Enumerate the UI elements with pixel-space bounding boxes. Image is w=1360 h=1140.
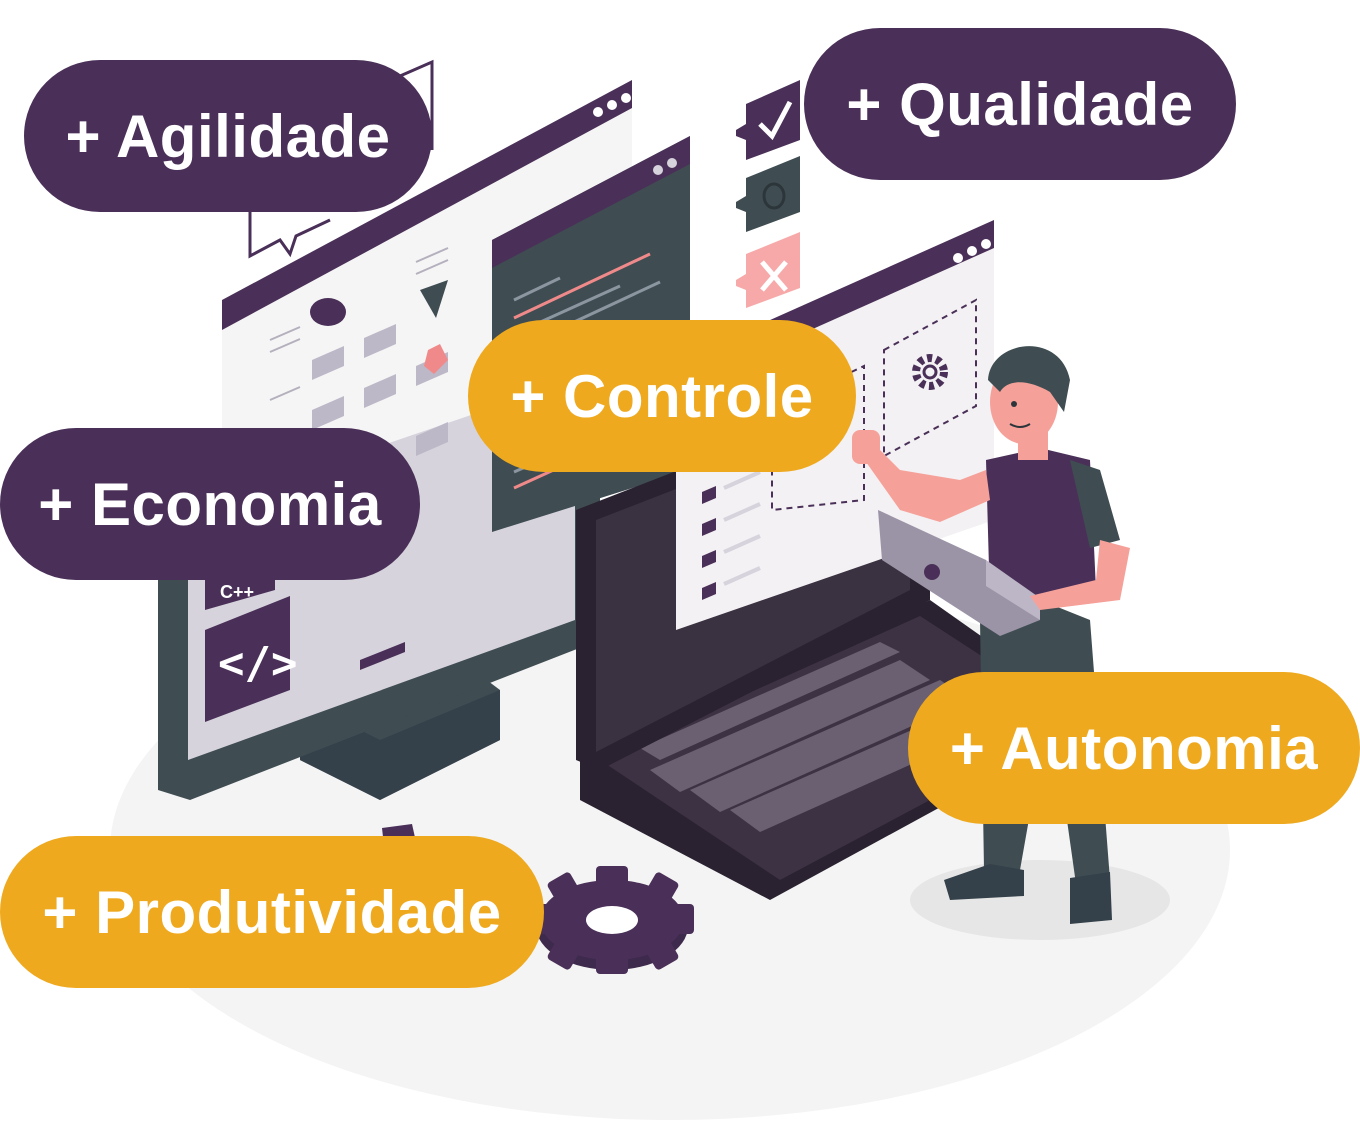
gear-small-icon xyxy=(912,354,948,390)
badge-autonomia: + Autonomia xyxy=(908,672,1360,824)
badge-agilidade: + Agilidade xyxy=(24,60,432,212)
lang-tile-label: C++ xyxy=(220,582,254,602)
badge-controle: + Controle xyxy=(468,320,856,472)
check-icon xyxy=(736,80,800,160)
code-tile-symbol: </> xyxy=(218,638,297,689)
speech-bubble xyxy=(248,59,434,259)
code-tile: </> xyxy=(205,596,297,722)
badge-economia: + Economia xyxy=(0,428,420,580)
badge-produtividade: + Produtividade xyxy=(0,836,544,988)
gear-icon xyxy=(530,866,694,974)
badge-qualidade: + Qualidade xyxy=(804,28,1236,180)
bug-icon xyxy=(736,156,800,232)
person-shadow xyxy=(910,860,1170,940)
cross-icon xyxy=(736,232,800,308)
